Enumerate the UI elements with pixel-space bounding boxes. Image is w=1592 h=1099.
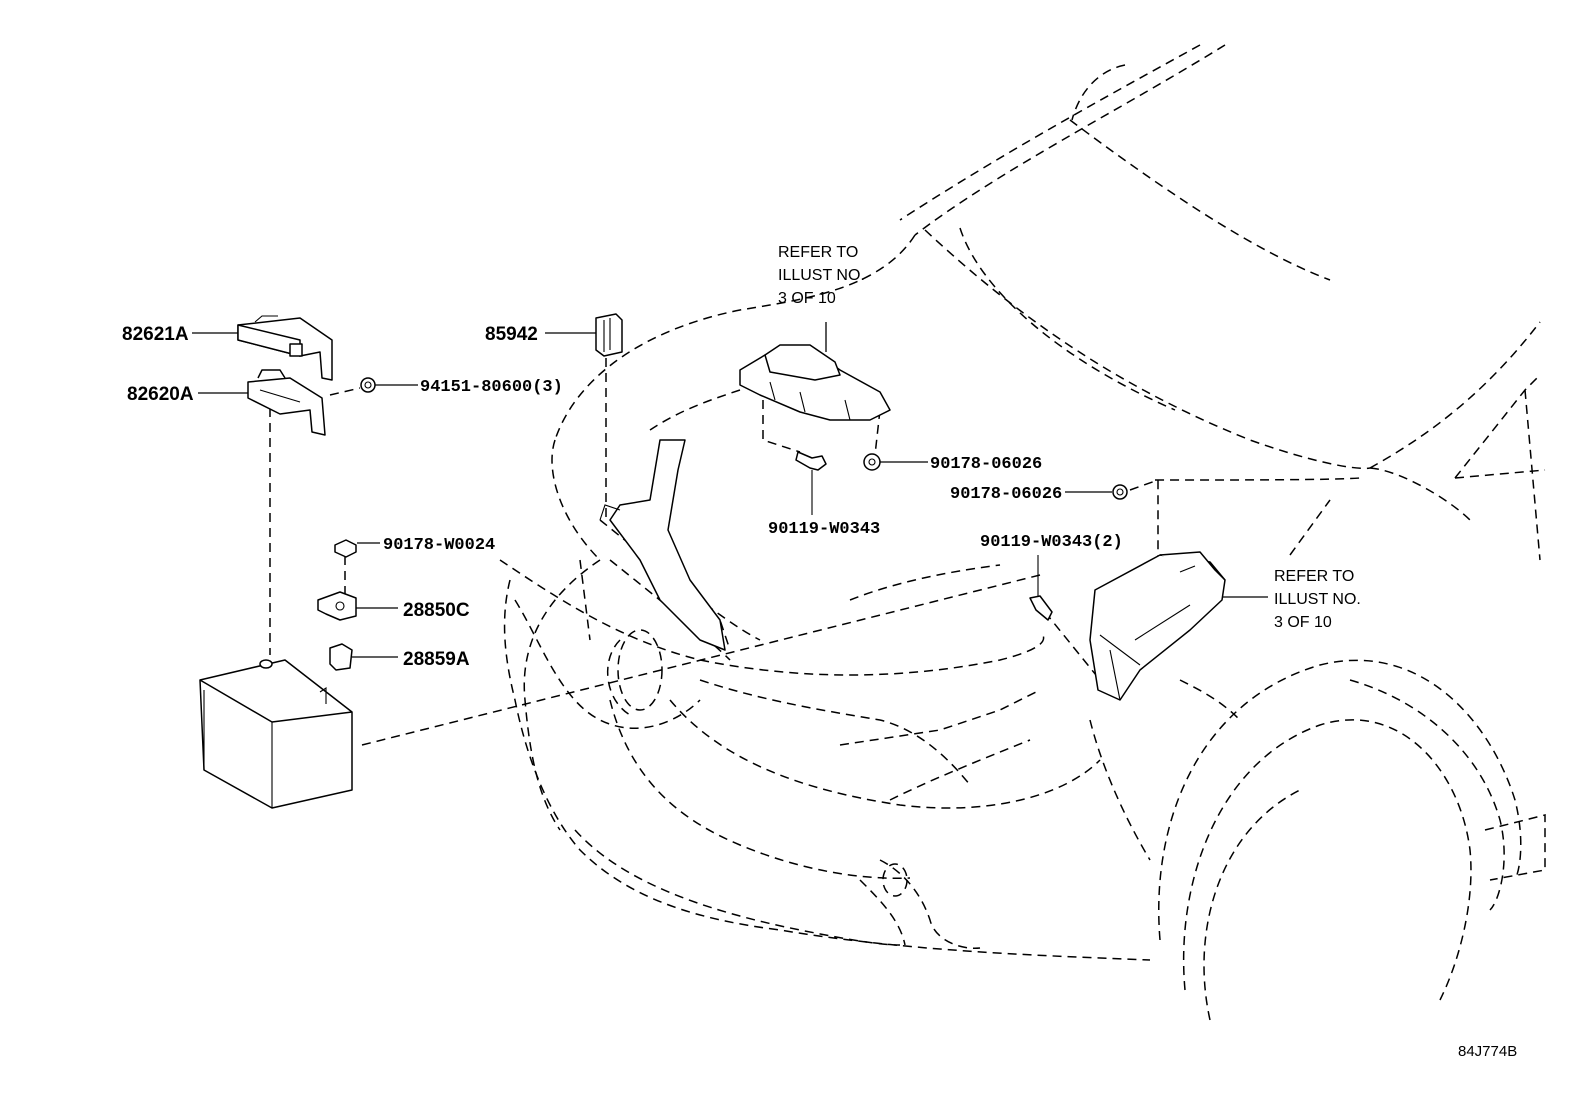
- note-right-line-1: REFER TO: [1274, 568, 1354, 585]
- label-28850C: 28850C: [403, 600, 470, 621]
- note-top-line-3: 3 OF 10: [778, 290, 836, 307]
- label-85942: 85942: [485, 324, 538, 345]
- nut-90178-b-shape: [1112, 484, 1128, 500]
- battery-shape: [199, 659, 353, 809]
- support-bracket-shape: [599, 439, 726, 651]
- note-right-line-3: 3 OF 10: [1274, 614, 1332, 631]
- label-82620A: 82620A: [127, 384, 194, 405]
- bolt-90119-2-shape: [1029, 555, 1053, 621]
- part-28850C-shape: [317, 591, 357, 621]
- note-top-line-1: REFER TO: [778, 244, 858, 261]
- bolt-90119-shape: [795, 451, 827, 515]
- label-94151: 94151-80600(3): [420, 378, 563, 397]
- diagram-code: 84J774B: [1458, 1043, 1517, 1060]
- label-90178-06026-b: 90178-06026: [950, 485, 1062, 504]
- part-82621A-shape: [237, 315, 333, 381]
- leader-lines: [192, 322, 1268, 658]
- assembly-lines: [269, 358, 1159, 746]
- label-90119-w0343: 90119-W0343: [768, 520, 880, 539]
- label-90178-w0024: 90178-W0024: [383, 536, 495, 555]
- part-28859A-shape: [329, 643, 353, 671]
- ecu-shape: [739, 344, 891, 421]
- nut-90178-w0024-shape: [334, 539, 357, 558]
- label-90178-06026-a: 90178-06026: [930, 455, 1042, 474]
- fuse-box-shape: [1089, 551, 1226, 701]
- labels: 82621A 82620A 94151-80600(3) 85942 90178…: [122, 244, 1517, 1060]
- part-94151-shape: [360, 377, 376, 393]
- vehicle-outline: [499, 44, 1546, 1021]
- note-top-line-2: ILLUST NO.: [778, 267, 865, 284]
- part-82620A-shape: [247, 369, 326, 436]
- note-right-line-2: ILLUST NO.: [1274, 591, 1361, 608]
- label-28859A: 28859A: [403, 649, 470, 670]
- label-82621A: 82621A: [122, 324, 189, 345]
- part-85942-shape: [595, 313, 623, 357]
- nut-90178-a-shape: [863, 453, 881, 471]
- label-90119-w0343-2: 90119-W0343(2): [980, 533, 1123, 552]
